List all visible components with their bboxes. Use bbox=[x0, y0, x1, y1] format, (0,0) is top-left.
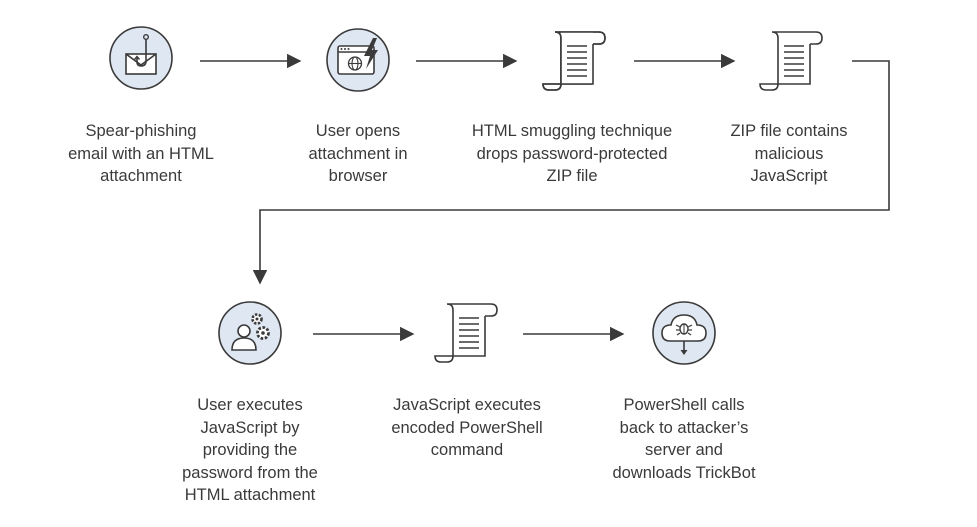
step-4-label: ZIP file contains malicious JavaScript bbox=[703, 120, 875, 188]
step-6-line-3: command bbox=[430, 441, 504, 459]
scroll-document-icon bbox=[542, 31, 606, 91]
cloud-bug-download-icon bbox=[652, 301, 716, 365]
step-6-line-1: JavaScript executes bbox=[393, 396, 541, 414]
step-6-label: JavaScript executes encoded PowerShell c… bbox=[372, 394, 562, 462]
browser-lightning-icon bbox=[326, 28, 390, 92]
step-5-line-1: User executes bbox=[197, 396, 303, 414]
step-7-line-3: server and bbox=[645, 441, 723, 459]
scroll-document-icon bbox=[434, 303, 498, 363]
step-5-line-3: providing the bbox=[202, 441, 298, 459]
step-7-line-2: back to attacker’s bbox=[619, 418, 749, 437]
step-7-line-4: downloads TrickBot bbox=[612, 463, 756, 482]
envelope-fishhook-icon bbox=[109, 26, 173, 90]
step-3-line-1: HTML smuggling technique bbox=[471, 122, 673, 140]
step-2-line-1: User opens bbox=[315, 122, 401, 140]
step-7-line-1: PowerShell calls bbox=[623, 396, 745, 414]
step-1-line-3: attachment bbox=[100, 167, 182, 185]
step-4-line-2: malicious bbox=[754, 144, 824, 163]
step-7-label: PowerShell calls back to attacker’s serv… bbox=[589, 394, 779, 484]
step-1-line-2: email with an HTML bbox=[68, 144, 214, 163]
step-5-label: User executes JavaScript by providing th… bbox=[155, 394, 345, 507]
step-5-line-2: JavaScript by bbox=[200, 418, 300, 437]
scroll-document-icon bbox=[759, 31, 823, 91]
user-gears-icon bbox=[218, 301, 282, 365]
step-3-line-3: ZIP file bbox=[546, 167, 598, 185]
step-3-line-2: drops password-protected bbox=[476, 144, 668, 163]
step-3-label: HTML smuggling technique drops password-… bbox=[450, 120, 694, 188]
step-1-line-1: Spear-phishing bbox=[85, 122, 197, 140]
step-2-label: User opens attachment in browser bbox=[283, 120, 433, 188]
step-4-line-1: ZIP file contains bbox=[730, 122, 848, 140]
step-5-line-4: password from the bbox=[182, 463, 318, 482]
step-2-line-3: browser bbox=[328, 167, 388, 185]
step-5-line-5: HTML attachment bbox=[184, 486, 316, 504]
step-2-line-2: attachment in bbox=[308, 144, 408, 163]
step-4-line-3: JavaScript bbox=[750, 167, 828, 185]
step-1-label: Spear-phishing email with an HTML attach… bbox=[41, 120, 241, 188]
arrow-step4-to-step5 bbox=[252, 60, 890, 285]
step-6-line-2: encoded PowerShell bbox=[391, 418, 543, 437]
